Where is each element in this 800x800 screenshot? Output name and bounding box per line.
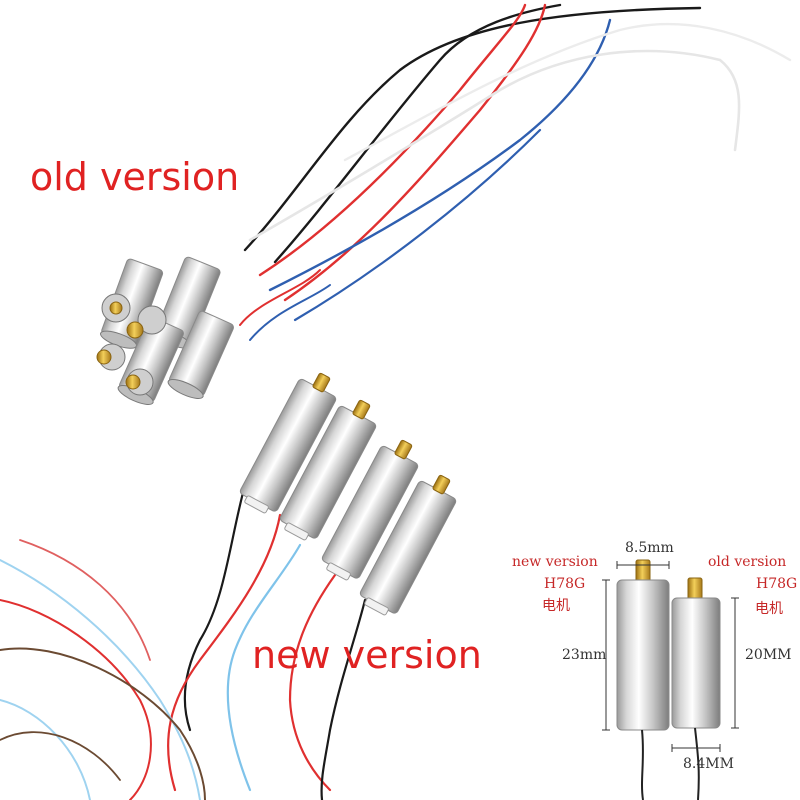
new-motor-length: 23mm (562, 647, 607, 663)
wire-red (0, 599, 152, 800)
wire-blue (268, 18, 612, 292)
new-version-motors (239, 372, 457, 616)
old-motor-model: H78G (756, 576, 798, 592)
old-motor-diameter: 8.4MM (683, 756, 734, 772)
wire-black (273, 3, 562, 264)
wire-red (19, 539, 151, 661)
spec-panel-graphics (602, 559, 739, 800)
wire-light-blue (0, 559, 201, 800)
new-motor-model: H78G (544, 576, 586, 592)
wire-black (320, 598, 367, 800)
old-motor-name-cn: 电机 (755, 601, 783, 617)
new-motor-name-cn: 电机 (542, 598, 570, 614)
wire-brown (0, 731, 121, 781)
new-motor-diameter: 8.5mm (625, 540, 674, 556)
wire-white (343, 22, 792, 162)
wire-brown (0, 647, 206, 800)
wire-light-blue (0, 699, 91, 800)
old-version-wires (239, 3, 792, 341)
new-motor-title: new version (512, 554, 598, 570)
wire-red (239, 269, 321, 326)
old-motor-title: old version (708, 554, 787, 570)
new-version-wires (0, 483, 367, 800)
wire-white (248, 49, 741, 242)
old-version-motors (96, 256, 234, 405)
wire-red (283, 3, 547, 302)
wire-black (183, 483, 247, 732)
wire-blue (293, 128, 542, 322)
old-version-label: old version (30, 155, 240, 199)
wire-red (258, 3, 527, 277)
new-version-label: new version (252, 633, 482, 677)
wire-red (288, 573, 337, 792)
old-motor-length: 20MM (745, 647, 792, 663)
wire-black (243, 6, 702, 252)
wire-red (167, 513, 282, 792)
wire-light-blue (226, 543, 302, 792)
wire-blue (249, 284, 331, 341)
